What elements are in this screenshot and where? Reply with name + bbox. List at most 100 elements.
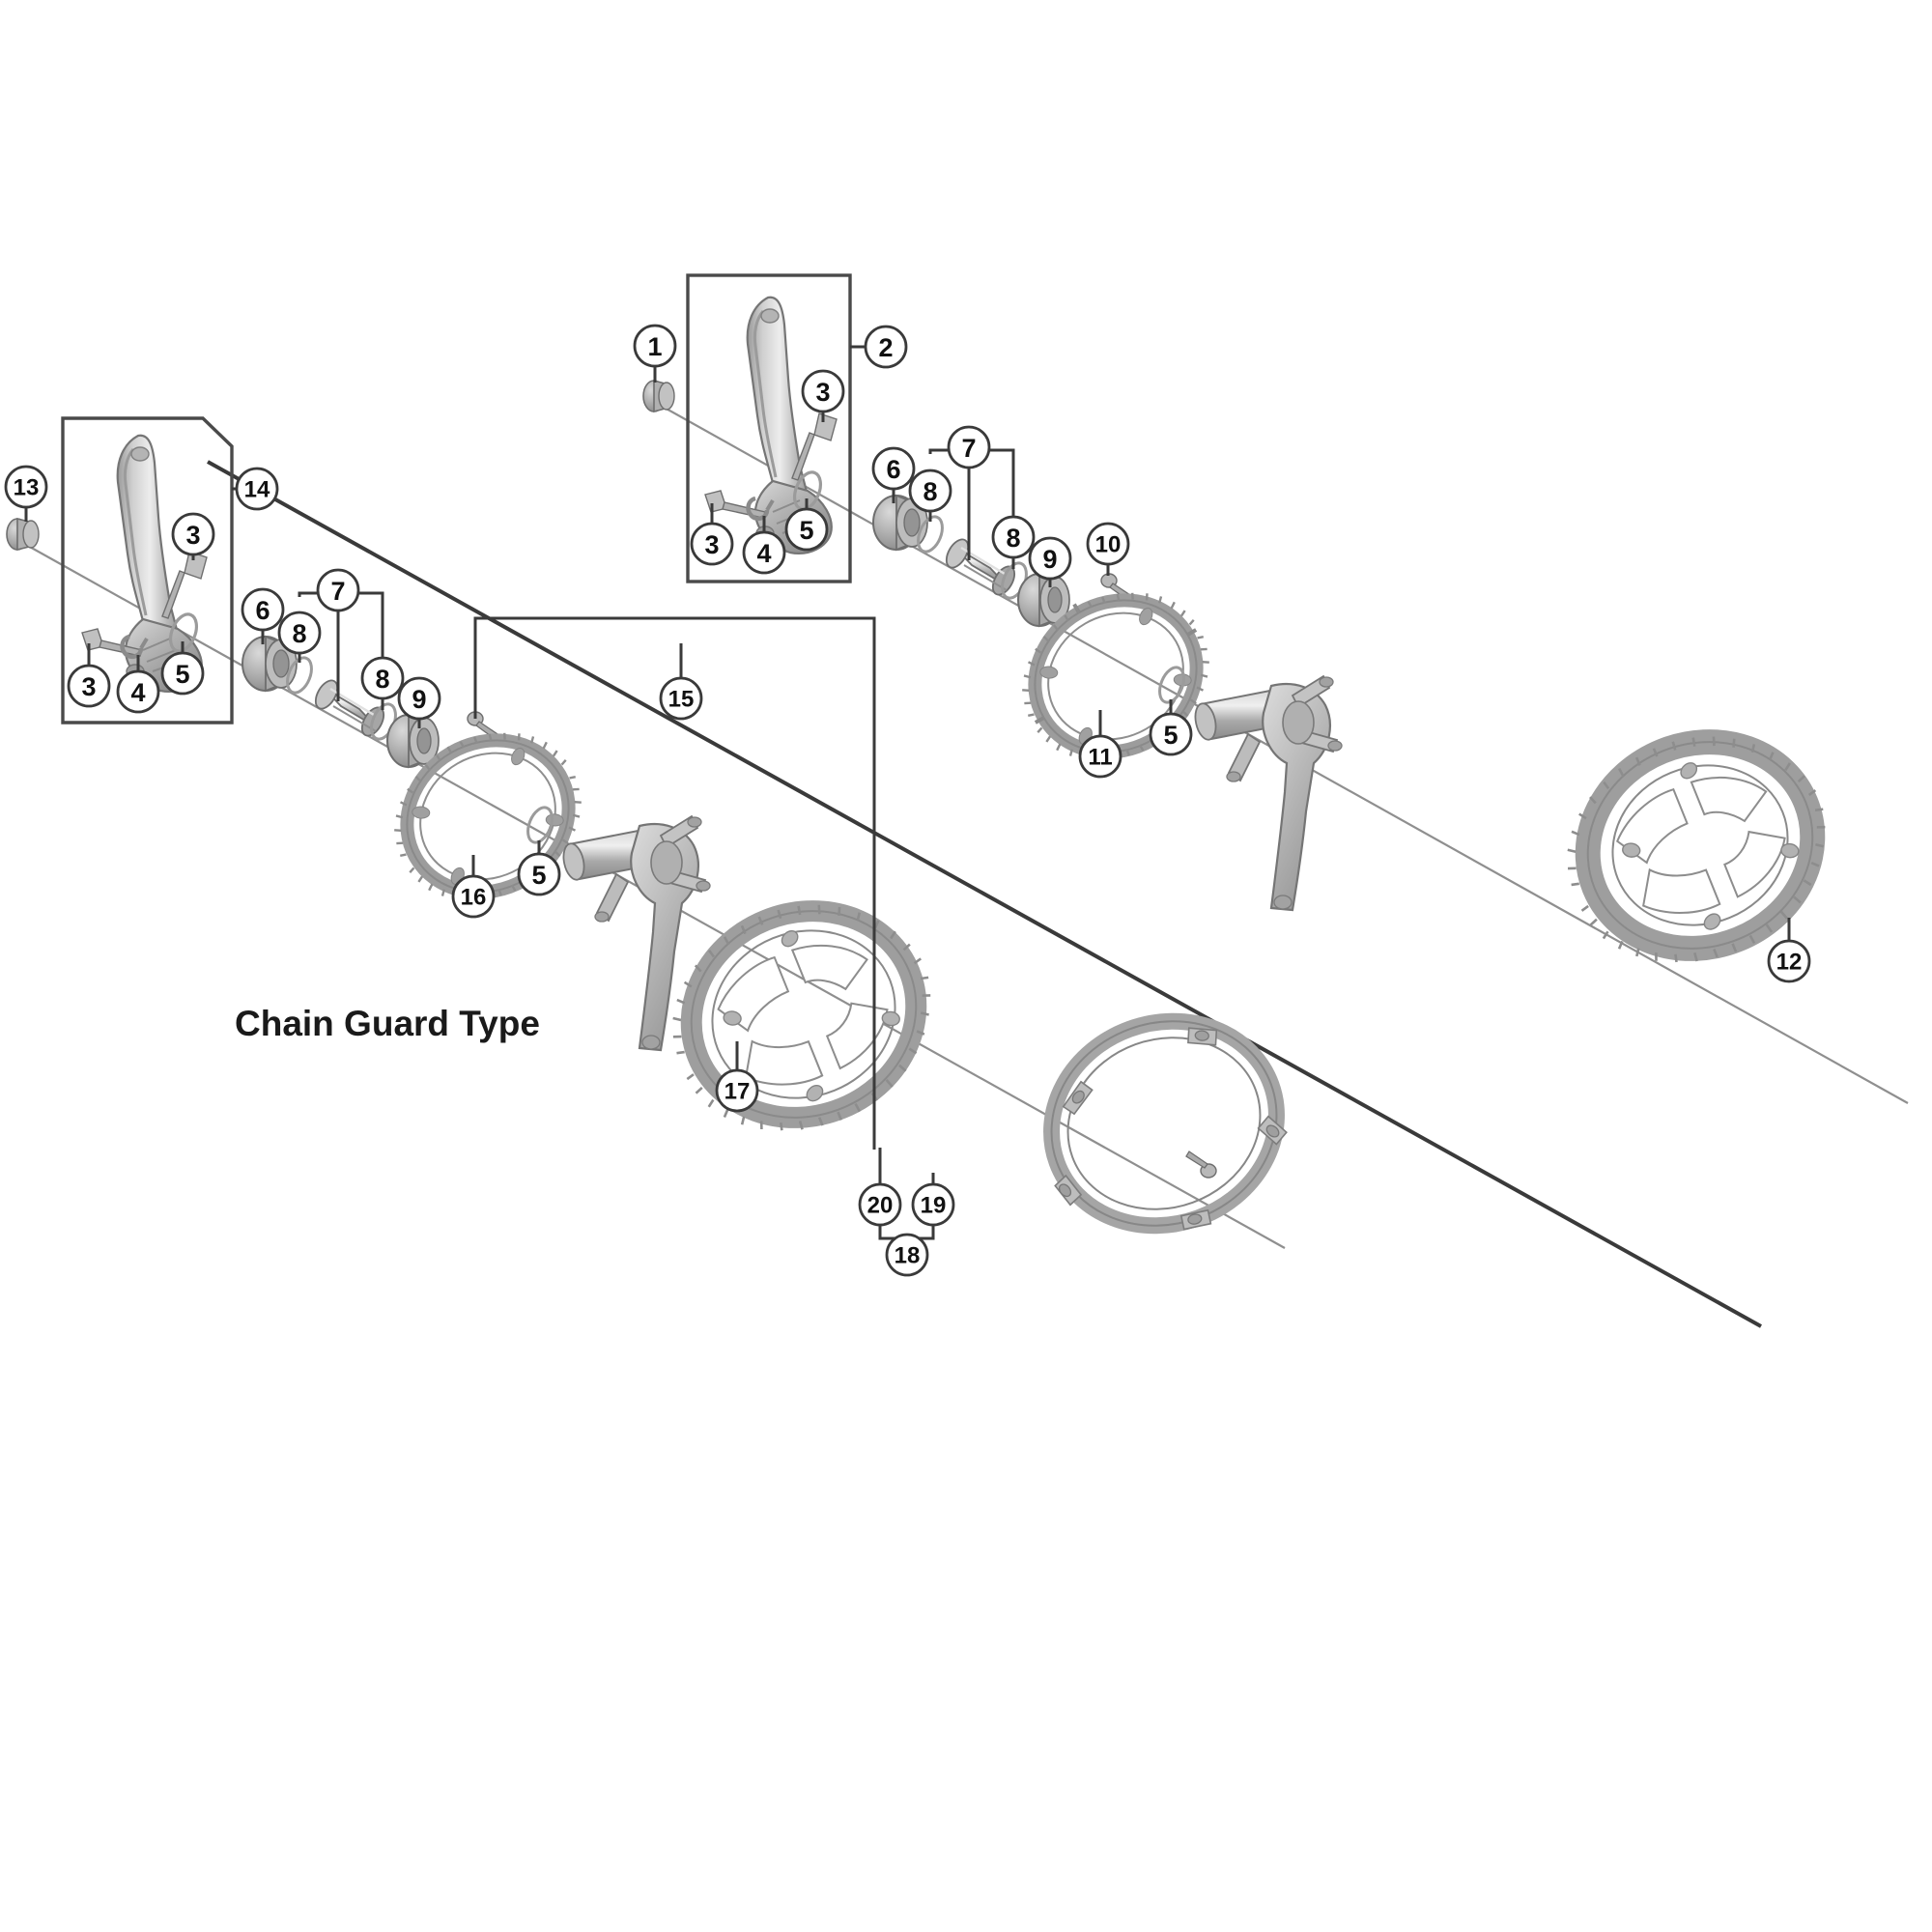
- callout-number: 3: [81, 672, 96, 701]
- callout-6[interactable]: 6: [871, 446, 916, 491]
- callout-20[interactable]: 20: [858, 1182, 902, 1227]
- callout-circle: [360, 656, 405, 700]
- part-clip-4b: [120, 634, 149, 660]
- group-box-left-crank: [61, 416, 234, 724]
- callout-8[interactable]: 8: [277, 611, 322, 655]
- callout-number: 13: [14, 475, 40, 501]
- part-o-ring-8a: [917, 515, 944, 554]
- callout-3[interactable]: 3: [171, 512, 215, 556]
- callout-circle: [742, 530, 786, 575]
- callout-number: 1: [647, 332, 662, 361]
- callout-number: 20: [867, 1193, 894, 1219]
- callout-3[interactable]: 3: [690, 522, 734, 566]
- callout-8[interactable]: 8: [991, 515, 1036, 559]
- callout-circle: [871, 446, 916, 491]
- callout-4[interactable]: 4: [742, 530, 786, 575]
- callout-circle: [659, 676, 703, 721]
- callout-18[interactable]: 18: [885, 1233, 929, 1277]
- callout-7[interactable]: 7: [316, 568, 360, 612]
- callout-number: 8: [375, 665, 389, 694]
- callout-13[interactable]: 13: [4, 465, 48, 509]
- callout-number: 5: [1163, 721, 1178, 750]
- callout-number: 14: [244, 477, 270, 503]
- callout-number: 8: [923, 477, 937, 506]
- callout-circle: [1086, 522, 1130, 566]
- callout-11[interactable]: 11: [1078, 734, 1122, 779]
- callout-circle: [911, 1182, 955, 1227]
- callout-number: 15: [668, 687, 695, 713]
- callout-5[interactable]: 5: [784, 507, 829, 552]
- part-o-ring-5c: [168, 612, 199, 653]
- callout-14[interactable]: 14: [235, 467, 279, 511]
- callout-10[interactable]: 10: [1086, 522, 1130, 566]
- callout-5[interactable]: 5: [160, 651, 205, 696]
- callout-circle: [784, 507, 829, 552]
- callout-circle: [451, 874, 496, 919]
- part-clip-4a: [746, 496, 775, 522]
- callout-8[interactable]: 8: [360, 656, 405, 700]
- callout-circle: [690, 522, 734, 566]
- callout-5[interactable]: 5: [517, 852, 561, 896]
- callout-number: 3: [815, 378, 830, 407]
- callout-4[interactable]: 4: [116, 669, 160, 714]
- callout-number: 8: [292, 619, 306, 648]
- callout-1[interactable]: 1: [633, 324, 677, 368]
- callout-number: 12: [1776, 950, 1803, 976]
- callout-number: 2: [878, 333, 893, 362]
- callout-circle: [397, 676, 441, 721]
- callout-number: 4: [756, 539, 771, 568]
- callout-circle: [801, 369, 845, 413]
- callout-5[interactable]: 5: [1149, 712, 1193, 756]
- callout-number: 4: [130, 678, 145, 707]
- callout-circle: [67, 664, 111, 708]
- callout-number: 16: [461, 885, 487, 911]
- callout-3[interactable]: 3: [67, 664, 111, 708]
- callout-number: 5: [531, 861, 546, 890]
- callout-circle: [633, 324, 677, 368]
- callout-circle: [1767, 939, 1811, 983]
- callout-circle: [4, 465, 48, 509]
- part-bb-cup-9b: [386, 713, 440, 769]
- callout-2[interactable]: 2: [864, 325, 908, 369]
- callout-15[interactable]: 15: [659, 676, 703, 721]
- callout-7[interactable]: 7: [947, 425, 991, 469]
- callout-circle: [235, 467, 279, 511]
- callout-8[interactable]: 8: [908, 469, 952, 513]
- callout-number: 3: [185, 521, 200, 550]
- callout-circle: [116, 669, 160, 714]
- callout-number: 3: [704, 530, 719, 559]
- part-crank-spider-left: [562, 814, 711, 1052]
- callout-number: 18: [895, 1243, 921, 1269]
- part-crank-spider-right: [1194, 674, 1343, 912]
- part-chain-guard-bolt-19: [1185, 1151, 1217, 1179]
- part-large-chainring-12-teeth: [1567, 736, 1826, 963]
- callout-12[interactable]: 12: [1767, 939, 1811, 983]
- section-title: Chain Guard Type: [235, 1004, 540, 1043]
- callout-3[interactable]: 3: [801, 369, 845, 413]
- callout-circle: [241, 587, 285, 632]
- callout-circle: [715, 1068, 759, 1113]
- callout-17[interactable]: 17: [715, 1068, 759, 1113]
- part-o-ring-5a: [792, 470, 823, 511]
- callout-number: 6: [886, 455, 900, 484]
- callout-16[interactable]: 16: [451, 874, 496, 919]
- callout-9[interactable]: 9: [397, 676, 441, 721]
- callout-circle: [1078, 734, 1122, 779]
- callout-circle: [864, 325, 908, 369]
- callout-6[interactable]: 6: [241, 587, 285, 632]
- callout-19[interactable]: 19: [911, 1182, 955, 1227]
- callout-number: 5: [799, 516, 813, 545]
- part-large-chainring-12: [1575, 729, 1826, 961]
- callout-number: 7: [330, 577, 345, 606]
- callout-circle: [858, 1182, 902, 1227]
- part-fixing-bolt-3c: [161, 551, 208, 619]
- callout-9[interactable]: 9: [1028, 536, 1072, 581]
- part-fixing-bolt-3a: [791, 412, 838, 481]
- upper-assembly: [642, 273, 1909, 1104]
- part-o-ring-5b: [1158, 666, 1185, 704]
- callout-number: 10: [1095, 532, 1122, 558]
- part-large-chainring-17-teeth: [672, 904, 931, 1131]
- callout-circle: [885, 1233, 929, 1277]
